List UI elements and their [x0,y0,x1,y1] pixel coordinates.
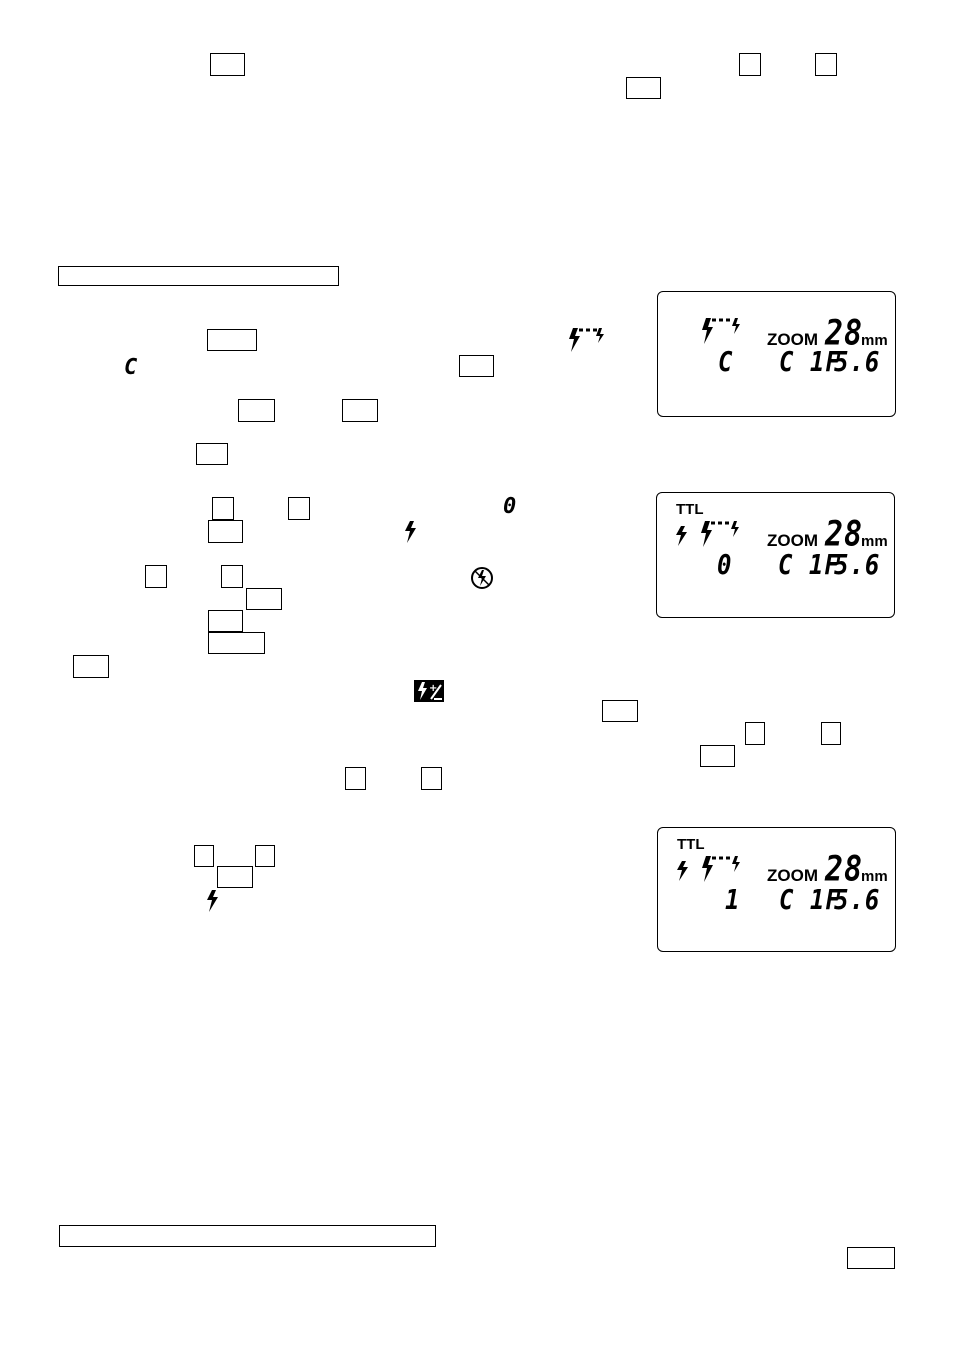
lcd-display: ZOOM 28 mm C C 1F 5.6 [657,291,896,417]
button-box [208,632,265,654]
svg-text:+: + [429,683,437,694]
button-box [73,655,109,678]
button-box [221,565,243,588]
flash-icon [404,520,418,549]
button-box [207,329,257,351]
zoom-label: ZOOM [767,531,818,550]
master-flash-icon [702,856,740,882]
channel-value: C [718,345,734,379]
button-box [739,53,761,76]
zoom-unit: mm [861,533,888,550]
ttl-label: TTL [676,501,704,518]
channel-value: 1 [725,883,741,917]
button-box [700,745,735,767]
master-flash-icon [567,326,609,359]
master-flash-icon [701,521,739,547]
button-box [208,520,243,543]
group-value: C 1F [779,345,841,379]
button-box [815,53,837,76]
zoom-value: 28 [825,849,864,890]
channel-value: 0 [717,548,733,582]
button-box [602,700,638,722]
ttl-label: TTL [677,836,705,853]
button-box [345,767,366,790]
flash-cancel-icon [470,566,494,595]
button-box [288,497,310,520]
button-box [626,77,661,99]
zoom-label: ZOOM [767,866,818,885]
zoom-value: 28 [825,313,864,354]
button-box [212,497,234,520]
button-box [145,565,167,588]
section-heading-frame [59,1225,436,1247]
button-box [745,722,765,745]
zero-glyph: 0 [503,494,517,519]
flash-icon [677,861,688,881]
button-box [421,767,442,790]
group-value: C 1F [779,883,841,917]
group-value: C 1F [778,548,840,582]
aperture-value: 5.6 [834,548,881,582]
aperture-value: 5.6 [834,883,881,917]
button-box [194,845,214,867]
button-box [821,722,841,745]
section-heading-frame [58,266,339,286]
aperture-value: 5.6 [834,345,881,379]
button-box [246,588,282,610]
button-box [238,399,275,422]
button-box [196,443,228,465]
master-flash-icon [702,318,740,344]
c-mode-glyph: C [124,355,138,380]
button-box [847,1247,895,1269]
button-box [210,53,245,76]
flash-icon [206,889,220,918]
lcd-display: TTL ZOOM 28 mm 0 C 1F 5.6 [656,492,895,618]
zoom-value: 28 [825,514,864,555]
zoom-label: ZOOM [767,330,818,349]
button-box [255,845,275,867]
zoom-unit: mm [861,868,888,885]
flash-compensation-icon: + [414,680,444,707]
zoom-unit: mm [861,332,888,349]
button-box [459,355,494,377]
button-box [208,610,243,632]
button-box [342,399,378,422]
flash-icon [676,526,687,546]
button-box [217,866,253,888]
lcd-display: TTL ZOOM 28 mm 1 C 1F 5.6 [657,827,896,952]
